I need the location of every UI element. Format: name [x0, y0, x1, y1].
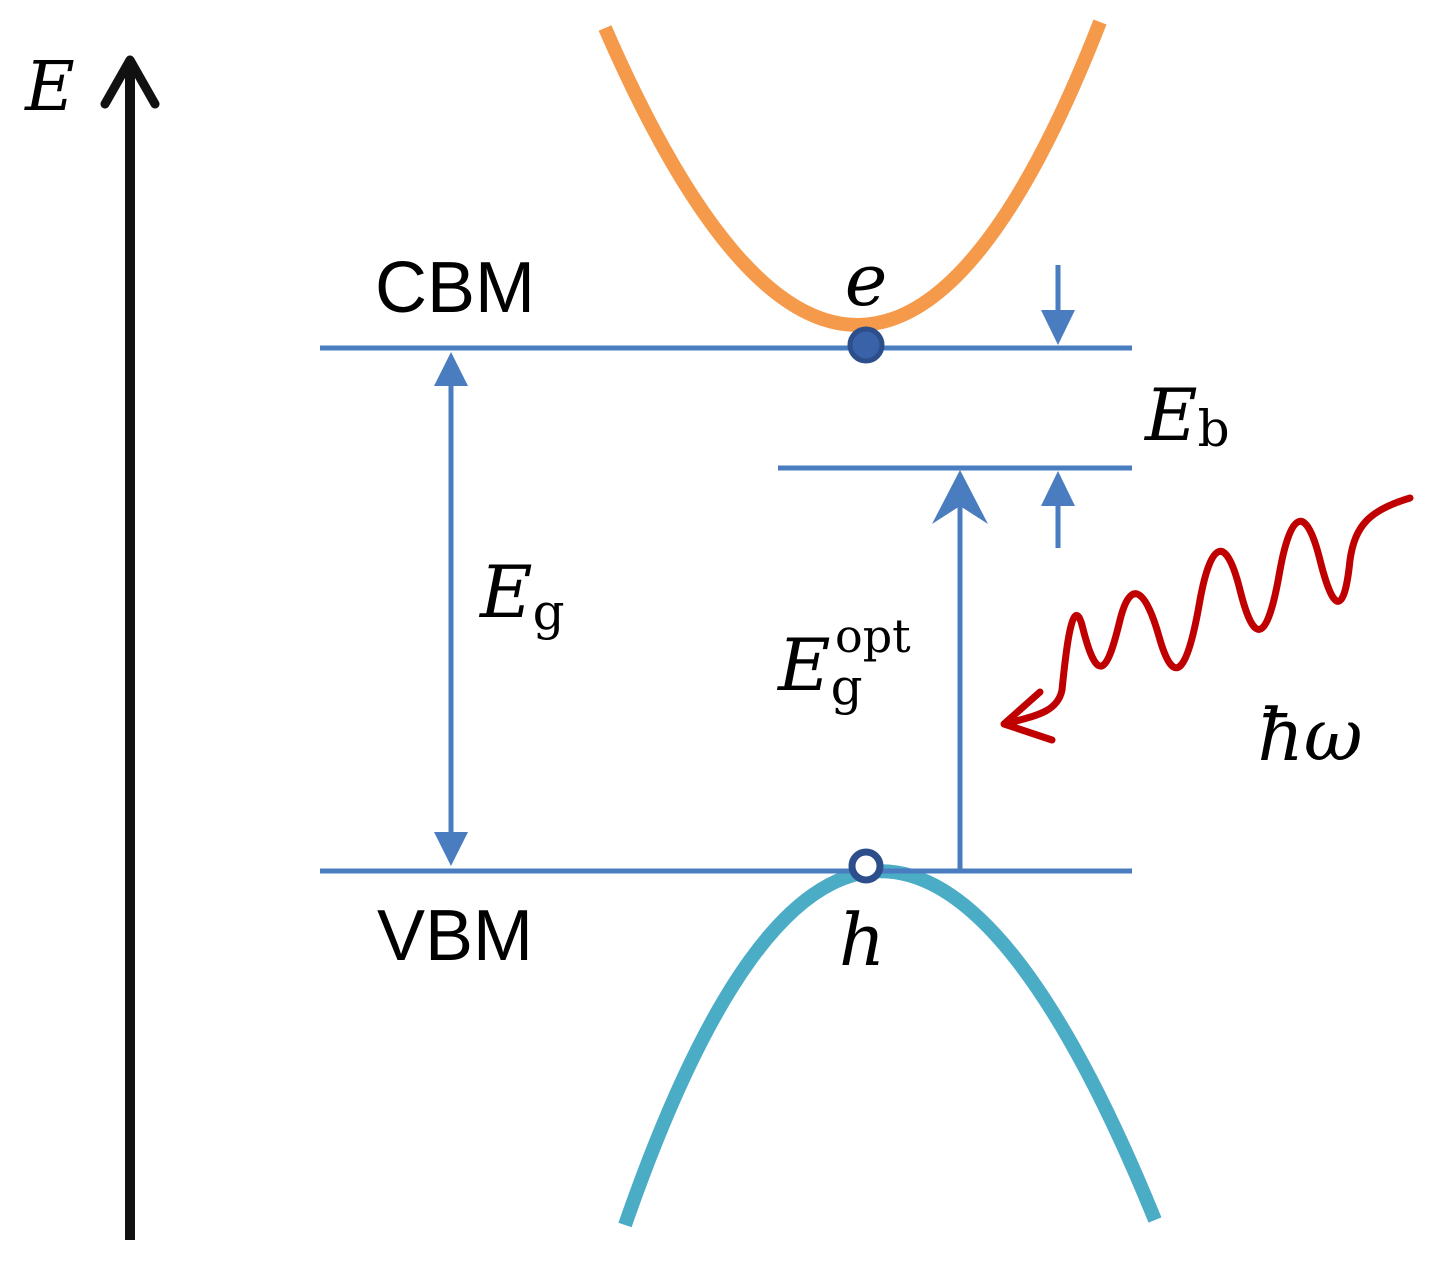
energy-axis-arrowhead	[100, 55, 160, 109]
electron-dot	[847, 326, 885, 364]
optical-gap-arrow	[932, 470, 988, 870]
photon-wave	[1000, 494, 1414, 744]
cbm-label: CBM	[375, 248, 535, 328]
optical-gap-superscript: opt	[835, 609, 911, 663]
binding-energy-arrows	[1041, 265, 1075, 548]
energy-axis: E	[23, 48, 160, 1240]
valence-band-curve	[618, 864, 1162, 1228]
band-gap-label: Eg	[478, 550, 565, 641]
electron-label: e	[845, 238, 888, 322]
energy-axis-label: E	[23, 48, 75, 127]
conduction-band-curve	[598, 19, 1107, 332]
hole-label: h	[839, 898, 885, 982]
photon-label: ħω	[1257, 693, 1362, 777]
vbm-label: VBM	[377, 896, 533, 976]
hole-dot	[848, 848, 884, 884]
optical-gap-label: Eg	[776, 623, 863, 716]
binding-energy-label: Eb	[1143, 373, 1230, 458]
band-gap-arrow	[434, 352, 468, 866]
